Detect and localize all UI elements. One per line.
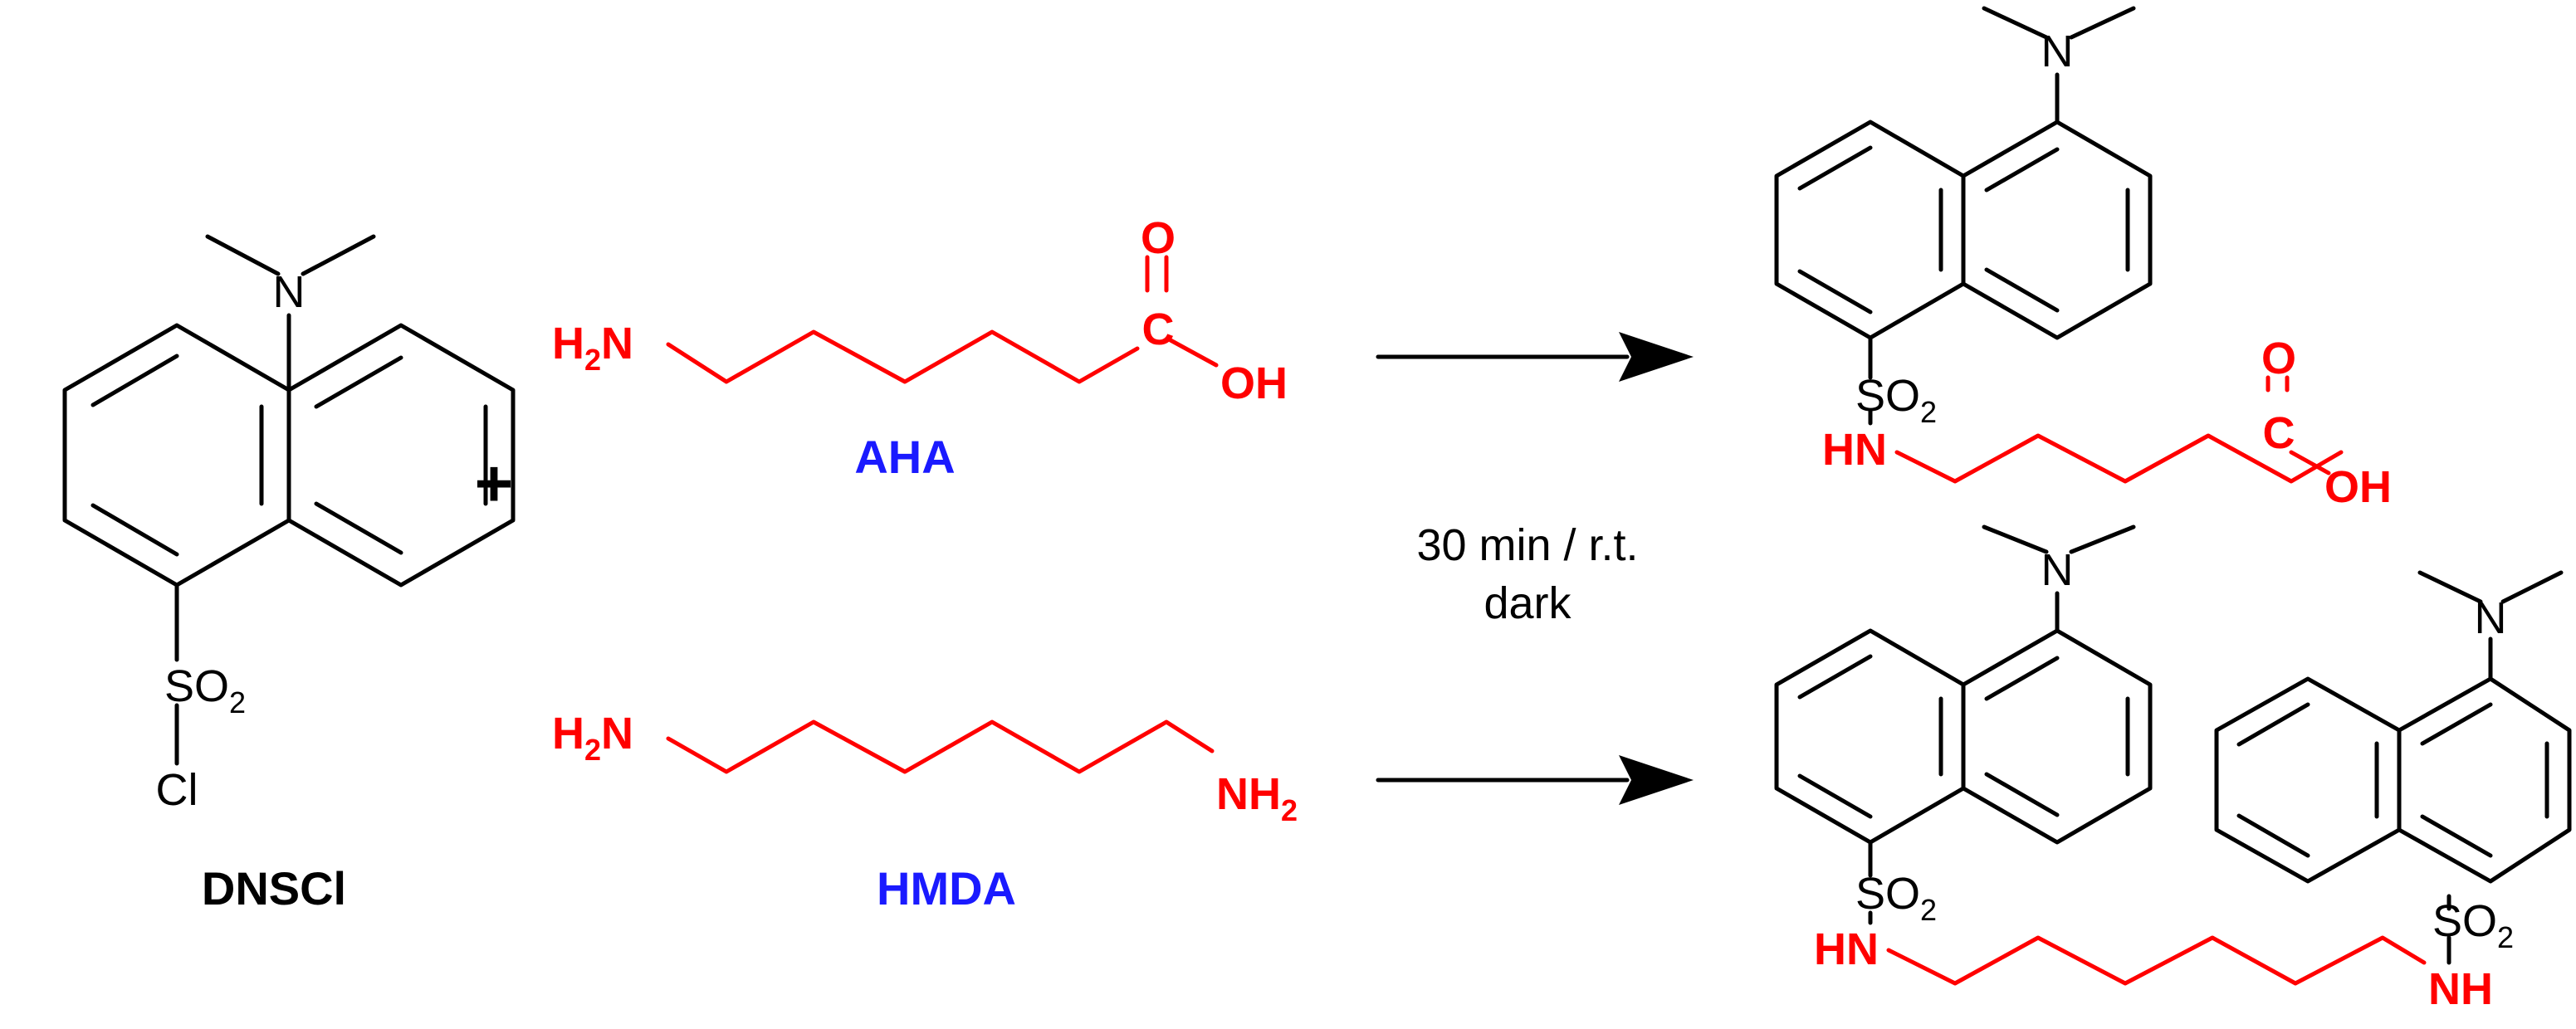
product1-n-atom: N	[2041, 27, 2074, 76]
plus-sign: +	[475, 446, 514, 520]
hmda-amine-group-right: NH2	[1216, 769, 1298, 827]
product1-chain-bonds	[1894, 375, 2344, 484]
dnscl-structure: N SO2 Cl DNSCl	[62, 234, 516, 914]
aha-carboxyl-c: C	[1142, 305, 1175, 354]
product2-left-substituent-bonds	[1868, 524, 2136, 925]
dnscl-n-atom: N	[273, 267, 306, 317]
arrow-bottom-head	[1619, 755, 1694, 805]
product1-carbonyl-o: O	[2261, 334, 2296, 383]
hmda-chain-bonds	[666, 719, 1215, 774]
dnscl-label: DNSCl	[202, 862, 346, 914]
product2-left-naphthalene-bonds	[1774, 628, 2153, 845]
dnscl-substituent-bonds	[174, 234, 376, 766]
aha-chain-bonds	[666, 255, 1219, 384]
aha-carbonyl-o: O	[1141, 213, 1176, 263]
product1-naphthalene-bonds	[1774, 119, 2153, 340]
product2-left-so2-group: SO2	[1855, 869, 1937, 927]
product2-right-so2-group: SO2	[2432, 896, 2514, 954]
product2-right-n-atom: N	[2475, 593, 2507, 643]
product2-left-n-atom: N	[2041, 545, 2074, 595]
dnscl-naphthalene-bonds	[62, 323, 516, 588]
product2-right-nh-group: NH	[2428, 964, 2493, 1014]
product2-chain-bonds	[1886, 935, 2427, 986]
product1-oh-group: OH	[2324, 462, 2392, 512]
product1-so2-group: SO2	[1855, 371, 1937, 429]
aha-structure: H2N O C OH AHA	[552, 213, 1288, 483]
product2-right-naphthalene-bonds	[2214, 676, 2572, 884]
product1-hn-group: HN	[1822, 425, 1887, 475]
conditions-line-2: dark	[1484, 578, 1572, 628]
product-bis-dansyl-hmda: N SO2 HN NH N SO2	[1774, 524, 2572, 1014]
aha-amine-group: H2N	[552, 319, 633, 377]
aha-oh-group: OH	[1220, 358, 1288, 408]
conditions-line-1: 30 min / r.t.	[1416, 520, 1638, 570]
dnscl-so2-group: SO2	[164, 661, 246, 719]
aha-label: AHA	[854, 431, 955, 483]
arrow-top-head	[1619, 332, 1694, 382]
product-dansyl-aha: N SO2 HN O C OH	[1774, 6, 2392, 512]
hmda-label: HMDA	[877, 862, 1016, 914]
hmda-structure: H2N NH2 HMDA	[552, 709, 1298, 914]
reaction-arrows	[1376, 332, 1694, 805]
product1-substituent-bonds	[1868, 6, 2136, 426]
product1-carboxyl-c: C	[2263, 408, 2295, 458]
product2-left-hn-group: HN	[1814, 924, 1879, 974]
dnscl-cl-atom: Cl	[156, 765, 198, 815]
hmda-amine-group-left: H2N	[552, 709, 633, 767]
product2-right-substituent-bonds	[2417, 570, 2564, 965]
